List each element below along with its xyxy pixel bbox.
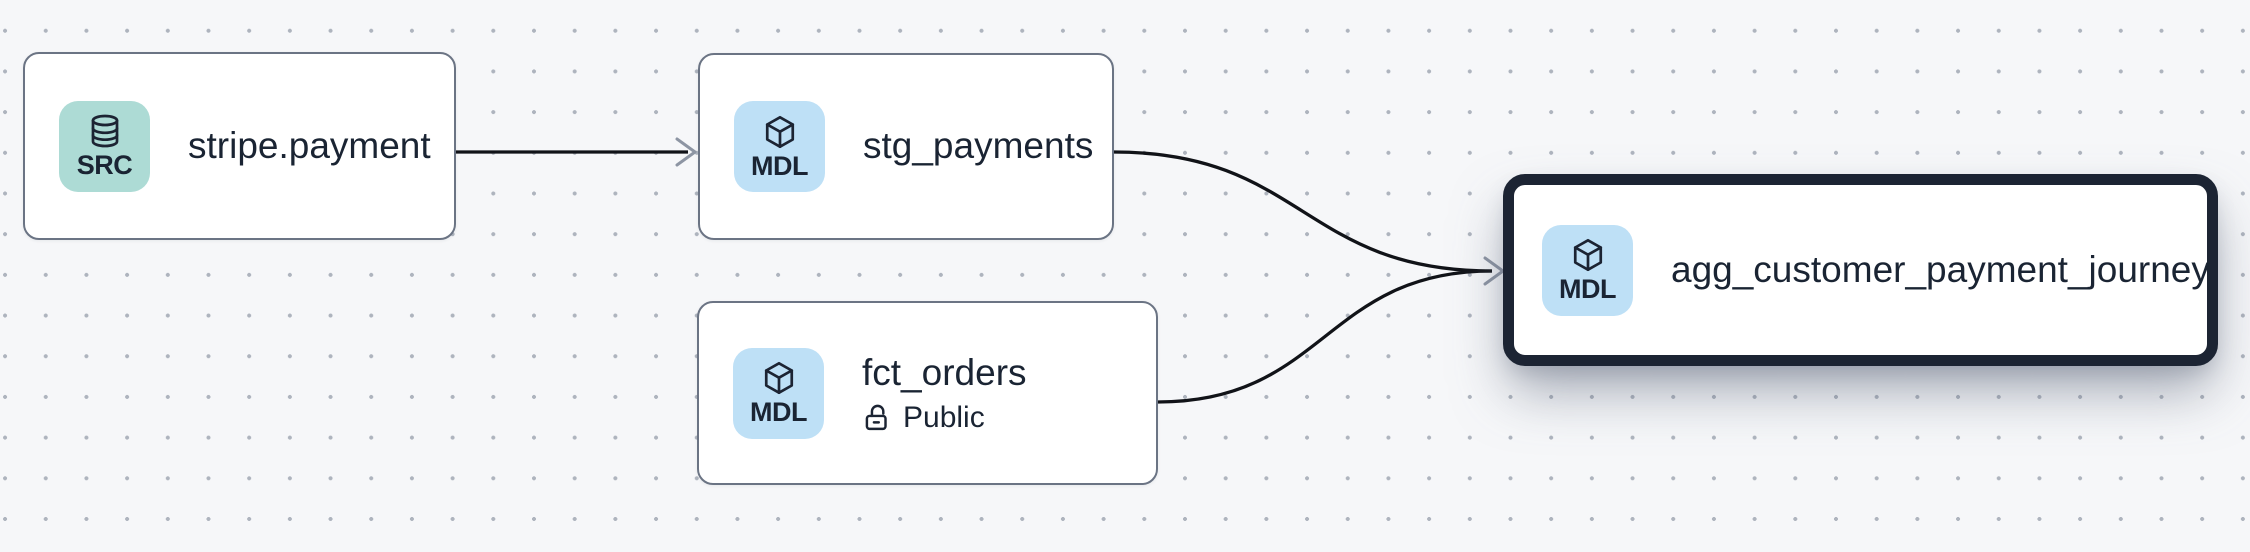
node-title: stg_payments [863,125,1094,167]
node-title: fct_orders [862,351,1027,393]
model-type-badge: MDL [1542,224,1633,316]
edge-stg-payments-to-agg-customer-payment-journey [1113,150,1493,273]
lineage-node-stg-payments[interactable]: MDL stg_payments [698,53,1114,240]
access-label: Public [903,401,985,435]
badge-label: MDL [750,397,807,427]
access-row: Public [862,401,985,434]
arrowhead-icon [675,137,697,167]
model-type-badge: MDL [734,101,825,192]
badge-label: MDL [751,150,808,181]
badge-label: MDL [1559,274,1616,304]
database-icon [91,114,118,148]
model-type-badge: MDL [733,347,824,439]
node-title: stripe.payment [188,124,431,166]
cube-icon [764,361,793,395]
cube-icon [765,115,794,148]
lineage-node-fct-orders[interactable]: MDL fct_orders Public [697,301,1158,485]
cube-icon [1573,238,1602,272]
lock-open-icon [865,404,887,431]
node-title: agg_customer_payment_journey [1671,248,2210,290]
edge-fct-orders-to-agg-customer-payment-journey [1157,269,1493,404]
lineage-node-stripe-payment[interactable]: SRC stripe.payment [23,52,456,240]
lineage-node-agg-customer-payment-journey[interactable]: MDL agg_customer_payment_journey [1503,174,2218,366]
badge-label: SRC [76,150,133,180]
source-type-badge: SRC [59,100,150,192]
